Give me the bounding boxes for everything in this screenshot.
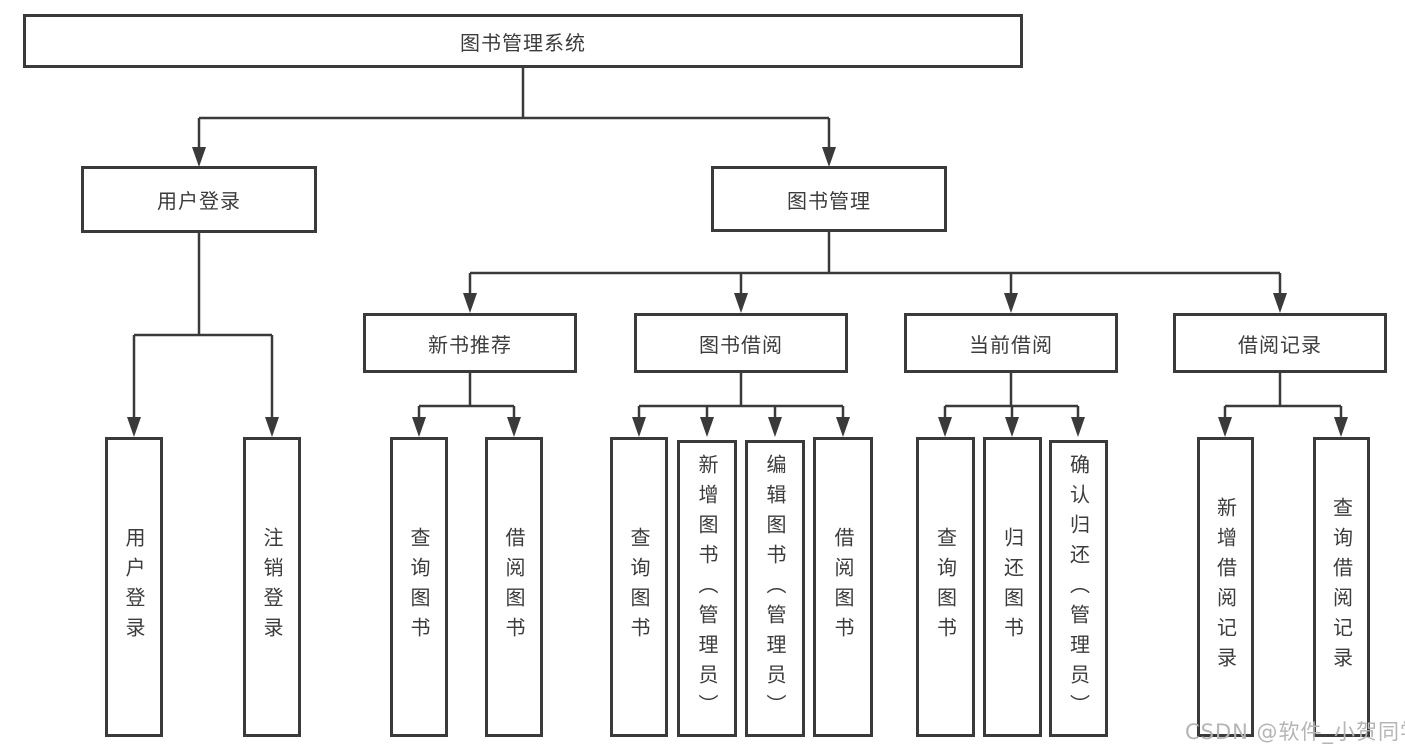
arrowheads xyxy=(127,147,1348,437)
leaf-edit-book-admin-label: 编辑图书（管理员） xyxy=(763,453,787,724)
node-user-login-label: 用户登录 xyxy=(157,189,241,213)
leaf-return-book: 归还图书 xyxy=(983,437,1042,737)
leaf-query-books-recommend-label: 查询图书 xyxy=(407,527,431,647)
leaf-query-borrow-record-label: 查询借阅记录 xyxy=(1329,497,1354,677)
leaf-query-books-borrow: 查询图书 xyxy=(610,437,668,737)
node-book-management-label: 图书管理 xyxy=(787,188,871,213)
node-current-borrow: 当前借阅 xyxy=(904,313,1118,373)
leaf-query-books-current: 查询图书 xyxy=(916,437,975,737)
node-root-label: 图书管理系统 xyxy=(460,30,586,55)
node-borrow-records-label: 借阅记录 xyxy=(1238,332,1322,357)
node-borrow-records: 借阅记录 xyxy=(1173,313,1387,373)
leaf-query-books-borrow-label: 查询图书 xyxy=(627,527,651,647)
leaf-borrow-books-borrow: 借阅图书 xyxy=(813,437,873,737)
connector-lines xyxy=(132,68,1343,419)
node-book-borrow: 图书借阅 xyxy=(634,313,848,373)
leaf-query-borrow-record: 查询借阅记录 xyxy=(1313,437,1370,737)
leaf-add-borrow-record: 新增借阅记录 xyxy=(1197,437,1254,737)
leaf-return-book-label: 归还图书 xyxy=(1000,527,1025,647)
leaf-logout-label: 注销登录 xyxy=(260,527,284,647)
leaf-borrow-books-borrow-label: 借阅图书 xyxy=(831,527,855,647)
leaf-user-login-label: 用户登录 xyxy=(122,527,146,647)
leaf-add-book-admin: 新增图书（管理员） xyxy=(677,440,737,737)
leaf-add-borrow-record-label: 新增借阅记录 xyxy=(1213,497,1238,677)
leaf-user-login: 用户登录 xyxy=(105,437,163,737)
node-new-book-recommend: 新书推荐 xyxy=(363,313,577,373)
node-root: 图书管理系统 xyxy=(23,14,1023,68)
leaf-edit-book-admin: 编辑图书（管理员） xyxy=(745,440,805,737)
leaf-query-books-recommend: 查询图书 xyxy=(390,437,448,737)
watermark: CSDN @软件_小贺同学 xyxy=(1185,720,1405,744)
leaf-logout: 注销登录 xyxy=(243,437,301,737)
node-book-management: 图书管理 xyxy=(711,166,947,232)
node-current-borrow-label: 当前借阅 xyxy=(969,332,1053,357)
leaf-add-book-admin-label: 新增图书（管理员） xyxy=(695,453,719,724)
node-new-book-recommend-label: 新书推荐 xyxy=(428,332,512,357)
leaf-borrow-books-recommend: 借阅图书 xyxy=(485,437,543,737)
leaf-query-books-current-label: 查询图书 xyxy=(933,527,958,647)
leaf-confirm-return-admin-label: 确认归还（管理员） xyxy=(1066,453,1091,724)
node-book-borrow-label: 图书借阅 xyxy=(699,332,783,357)
node-user-login: 用户登录 xyxy=(81,166,317,233)
leaf-confirm-return-admin: 确认归还（管理员） xyxy=(1049,440,1108,737)
leaf-borrow-books-recommend-label: 借阅图书 xyxy=(502,527,526,647)
